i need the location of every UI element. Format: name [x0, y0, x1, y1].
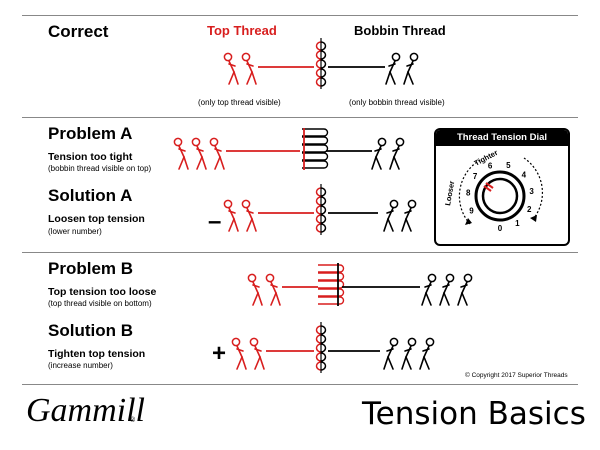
copyright-text: © Copyright 2017 Superior Threads: [465, 372, 568, 379]
dial-number: 8: [466, 189, 471, 198]
stick-figure: [223, 199, 239, 232]
stick-figure: [247, 273, 263, 306]
dial-marker: [485, 182, 494, 189]
minus-sign: –: [208, 208, 222, 235]
stick-figure: [231, 337, 247, 370]
dial-number: 7: [473, 172, 478, 181]
tension-dial-panel: Thread Tension Dial: [434, 128, 570, 246]
solution-a-subtitle: Loosen top tension: [48, 213, 145, 225]
problem-a-note: (bobbin thread visible on top): [48, 164, 152, 173]
dial-number: 6: [488, 162, 493, 171]
stick-figure: [223, 52, 239, 85]
dial-outer-ring: [474, 170, 526, 222]
dial-inner-ring: [481, 177, 519, 215]
dial-number: 4: [522, 171, 527, 180]
stick-figure: [265, 273, 281, 306]
looser-arrow: [458, 159, 481, 225]
bobbin-thread-caption: (only bobbin thread visible): [349, 98, 445, 107]
problem-a-title: Problem A: [48, 124, 133, 143]
dial-number: 3: [529, 187, 534, 196]
dial-number: 9: [469, 207, 474, 216]
tighter-label: Tighter: [473, 148, 500, 168]
stitch-box: [302, 128, 329, 169]
stick-figure: [371, 137, 387, 170]
top-thread-label: Top Thread: [207, 23, 277, 38]
stick-figure: [173, 137, 189, 170]
stick-figure: [439, 273, 455, 306]
stick-figure: [419, 337, 435, 370]
plus-sign: +: [212, 340, 227, 367]
looser-label: Looser: [443, 180, 456, 206]
dial-number: 2: [527, 205, 532, 214]
solution-b-note: (increase number): [48, 361, 113, 370]
stick-figure: [383, 337, 399, 370]
registered-mark: ®: [130, 417, 136, 424]
gammill-logo-text: Gammill: [26, 392, 145, 429]
gammill-logo: Gammill: [26, 392, 145, 430]
rule-2: [22, 252, 578, 253]
rule-top: [22, 15, 578, 16]
stick-figure: [241, 52, 257, 85]
solution-b-title: Solution B: [48, 321, 133, 340]
stitch-loops: [315, 38, 327, 89]
tighter-arrow-head: [530, 215, 537, 222]
stick-figure: [385, 52, 401, 85]
stick-figure: [191, 137, 207, 170]
dial-marker: [483, 185, 492, 192]
dial-number: 1: [515, 219, 520, 228]
stick-figure: [241, 199, 257, 232]
stick-figure: [457, 273, 473, 306]
rule-1: [22, 117, 578, 118]
stitch-box: [318, 264, 345, 305]
correct-label: Correct: [48, 22, 109, 41]
problem-b-subtitle: Top tension too loose: [48, 286, 157, 298]
page-title: Tension Basics: [362, 396, 586, 432]
stick-figure: [249, 337, 265, 370]
problem-b-note: (top thread visible on bottom): [48, 299, 152, 308]
stick-figure: [401, 337, 417, 370]
looser-arrow-head: [465, 218, 472, 225]
stitch-loops: [315, 322, 327, 373]
problem-a-subtitle: Tension too tight: [48, 151, 133, 163]
solution-a-title: Solution A: [48, 186, 133, 205]
top-thread-caption: (only top thread visible): [198, 98, 281, 107]
solution-b-subtitle: Tighten top tension: [48, 348, 146, 360]
stick-figure: [401, 199, 417, 232]
stick-figure: [403, 52, 419, 85]
stick-figure: [209, 137, 225, 170]
bobbin-thread-label: Bobbin Thread: [354, 23, 446, 38]
tension-dial-title: Thread Tension Dial: [436, 130, 568, 146]
rule-3: [22, 384, 578, 385]
stick-figure: [421, 273, 437, 306]
solution-a-note: (lower number): [48, 227, 102, 236]
stick-figure: [389, 137, 405, 170]
stitch-loops: [315, 184, 327, 235]
dial-number: 5: [506, 161, 511, 170]
tighter-arrow: [523, 157, 544, 219]
dial-number: 0: [498, 224, 503, 233]
stick-figure: [383, 199, 399, 232]
problem-b-title: Problem B: [48, 259, 134, 278]
